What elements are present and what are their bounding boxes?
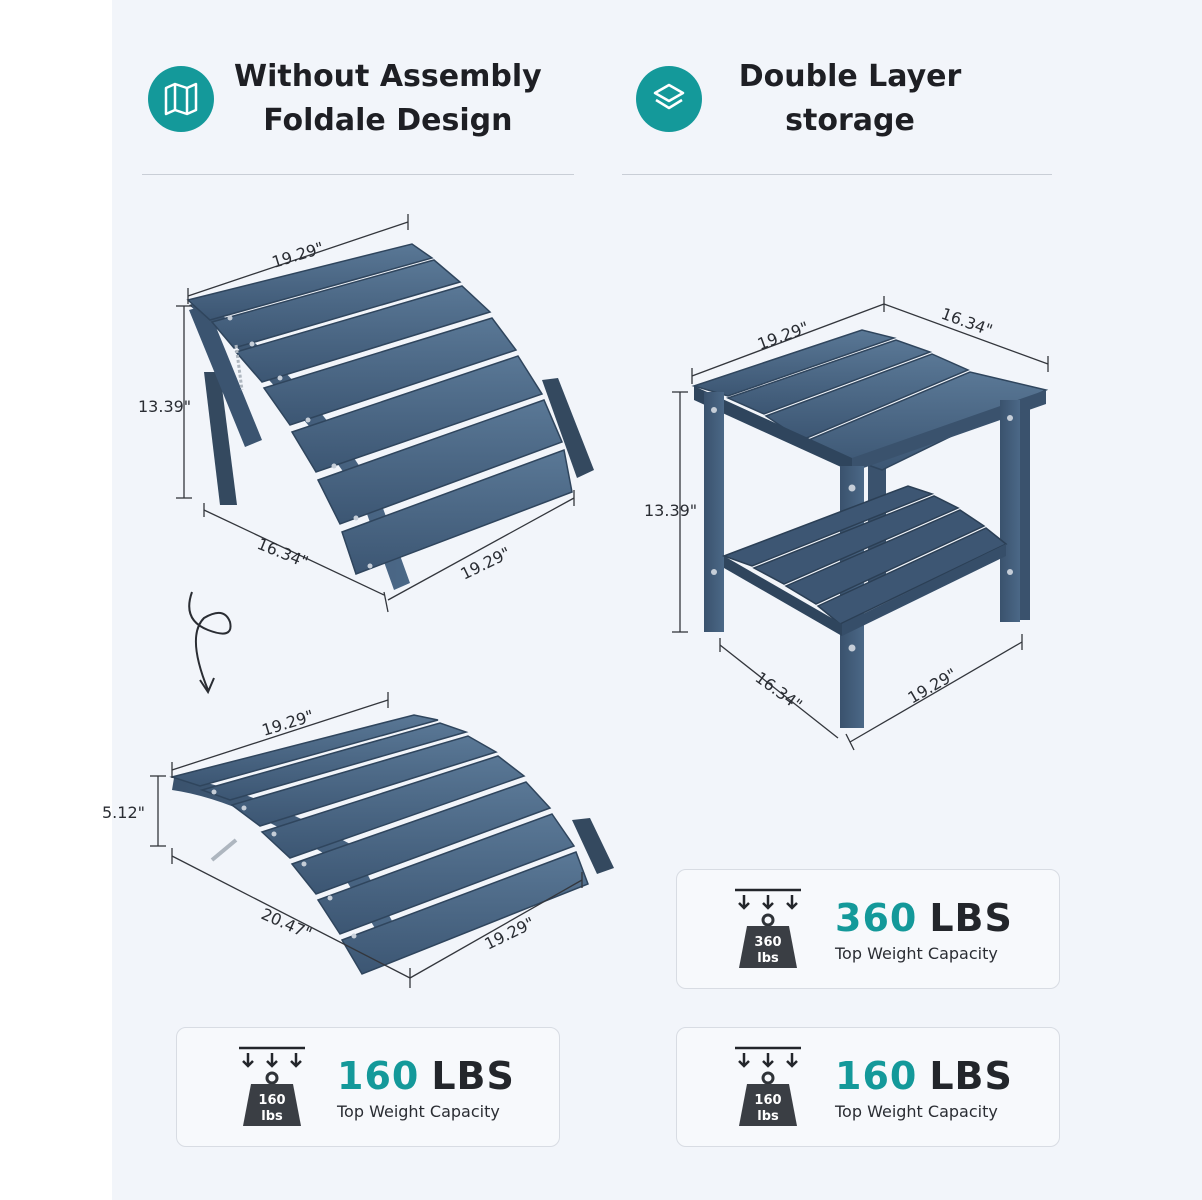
weight-icon: 360 lbs <box>735 888 801 968</box>
dimension-lines <box>150 692 583 988</box>
svg-text:360: 360 <box>754 935 781 950</box>
feature-title-line1: Without Assembly <box>234 59 542 94</box>
feature-title: Double Layer storage <box>730 55 970 143</box>
feature-foldable: Without Assembly Foldale Design <box>148 55 542 143</box>
layers-icon <box>636 66 702 132</box>
dimension-lines <box>176 214 575 613</box>
dim-label: 13.39" <box>138 397 191 416</box>
dim-label: 19.29" <box>755 318 811 354</box>
feature-title-line1: Double Layer <box>738 59 962 94</box>
dim-label: 19.29" <box>905 664 961 707</box>
svg-text:lbs: lbs <box>757 1109 779 1124</box>
fold-arrow-icon <box>188 591 232 691</box>
weight-value: 160 <box>337 1054 420 1098</box>
dim-label: 5.12" <box>102 803 145 822</box>
dim-label: 16.34" <box>255 534 311 572</box>
weight-icon: 160 lbs <box>239 1046 305 1126</box>
weight-caption: Top Weight Capacity <box>835 944 998 963</box>
dimension-lines <box>672 296 1049 751</box>
feature-title: Without Assembly Foldale Design <box>234 55 542 143</box>
weight-unit: LBS <box>929 1054 1013 1098</box>
weight-value: 360 <box>835 896 918 940</box>
dim-label: 19.29" <box>270 238 326 272</box>
product-infographic: Without Assembly Foldale Design Double L… <box>102 0 1202 1200</box>
side-table <box>691 329 1049 728</box>
folded-map-icon <box>148 66 214 132</box>
divider <box>142 174 574 175</box>
dim-label: 19.29" <box>457 543 513 583</box>
weight-unit: LBS <box>431 1054 515 1098</box>
weight-caption: Top Weight Capacity <box>835 1102 998 1121</box>
svg-text:160: 160 <box>258 1093 285 1108</box>
svg-text:lbs: lbs <box>261 1109 283 1124</box>
feature-title-line2: storage <box>785 103 915 138</box>
svg-text:lbs: lbs <box>757 951 779 966</box>
weight-value: 160 <box>835 1054 918 1098</box>
dim-label: 20.47" <box>258 904 314 943</box>
divider <box>622 174 1052 175</box>
ottoman-folded <box>169 714 614 975</box>
weight-unit: LBS <box>929 896 1013 940</box>
dim-label: 13.39" <box>644 501 697 520</box>
svg-text:160: 160 <box>754 1093 781 1108</box>
product-diagrams: 19.29" 13.39" 16.34" 19.29" 19.29" 5.12"… <box>102 214 1049 988</box>
weight-caption: Top Weight Capacity <box>337 1102 500 1121</box>
feature-storage: Double Layer storage <box>636 55 970 143</box>
feature-title-line2: Foldale Design <box>263 103 513 138</box>
dim-label: 19.29" <box>260 706 316 740</box>
weight-icon: 160 lbs <box>735 1046 801 1126</box>
ottoman-unfolded <box>186 243 594 590</box>
dim-label: 16.34" <box>752 668 806 715</box>
